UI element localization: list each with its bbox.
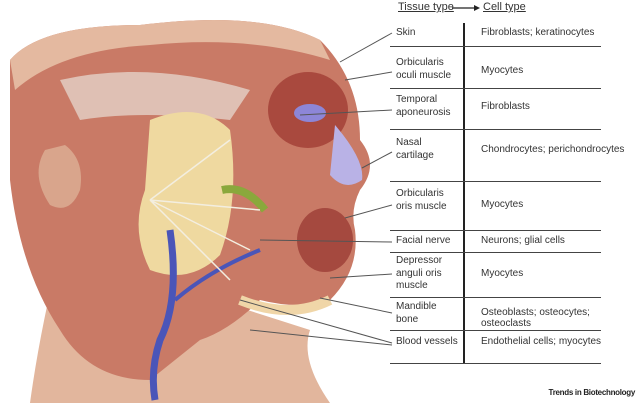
row-line: [390, 88, 601, 89]
row-line: [390, 297, 601, 298]
cells-orbicularis-oculi: Myocytes: [481, 65, 524, 76]
cells-skin: Fibroblasts; keratinocytes: [481, 27, 595, 38]
tissue-skin: Skin: [396, 27, 416, 38]
tissue-type-header: Tissue type: [398, 1, 454, 13]
mandible: [238, 295, 333, 315]
tissue-mandible-bone: Mandible bone: [396, 301, 437, 325]
row-line: [390, 230, 601, 231]
cells-depressor-anguli-oris: Myocytes: [481, 268, 524, 279]
row-line: [390, 363, 601, 364]
row-line: [390, 181, 601, 182]
blood-vessel-branch: [173, 248, 261, 302]
facial-nerve: [149, 139, 261, 281]
cells-orbicularis-oris: Myocytes: [481, 199, 524, 210]
parotid-duct: [221, 185, 269, 213]
parotid-gland: [138, 112, 234, 275]
cells-mandible-bone: Osteoblasts; osteocytes; osteoclasts: [481, 307, 590, 329]
row-line: [390, 46, 601, 47]
cell-type-header: Cell type: [483, 1, 526, 13]
scalp-skin: [10, 20, 330, 90]
tissue-facial-nerve: Facial nerve: [396, 235, 451, 246]
orbicularis-oris: [297, 208, 353, 272]
cells-temporal-aponeurosis: Fibroblasts: [481, 101, 530, 112]
tissue-blood-vessels: Blood vessels: [396, 336, 458, 347]
row-line: [390, 252, 601, 253]
eye: [294, 104, 326, 122]
arrow-head-icon: [474, 5, 480, 11]
cells-nasal-cartilage: Chondrocytes; perichondrocytes: [481, 144, 625, 155]
nasal-cartilage: [330, 125, 363, 185]
ear: [38, 145, 81, 208]
row-line: [390, 129, 601, 130]
tissue-depressor-anguli-oris: Depressor anguli oris muscle: [396, 255, 443, 291]
tissue-temporal-aponeurosis: Temporal aponeurosis: [396, 94, 451, 118]
table-divider: [463, 23, 465, 364]
tissue-nasal-cartilage: Nasal cartilage: [396, 137, 434, 161]
journal-credit: Trends in Biotechnology: [548, 388, 636, 397]
tissue-orbicularis-oris: Orbicularis oris muscle: [396, 188, 447, 212]
cells-facial-nerve: Neurons; glial cells: [481, 235, 565, 246]
tissue-orbicularis-oculi: Orbicularis oculi muscle: [396, 57, 452, 81]
blood-vessel: [149, 229, 177, 401]
row-line: [390, 330, 601, 331]
cells-blood-vessels: Endothelial cells; myocytes: [481, 336, 602, 347]
leader-lines: [239, 32, 393, 346]
temporal-aponeurosis: [60, 72, 250, 120]
